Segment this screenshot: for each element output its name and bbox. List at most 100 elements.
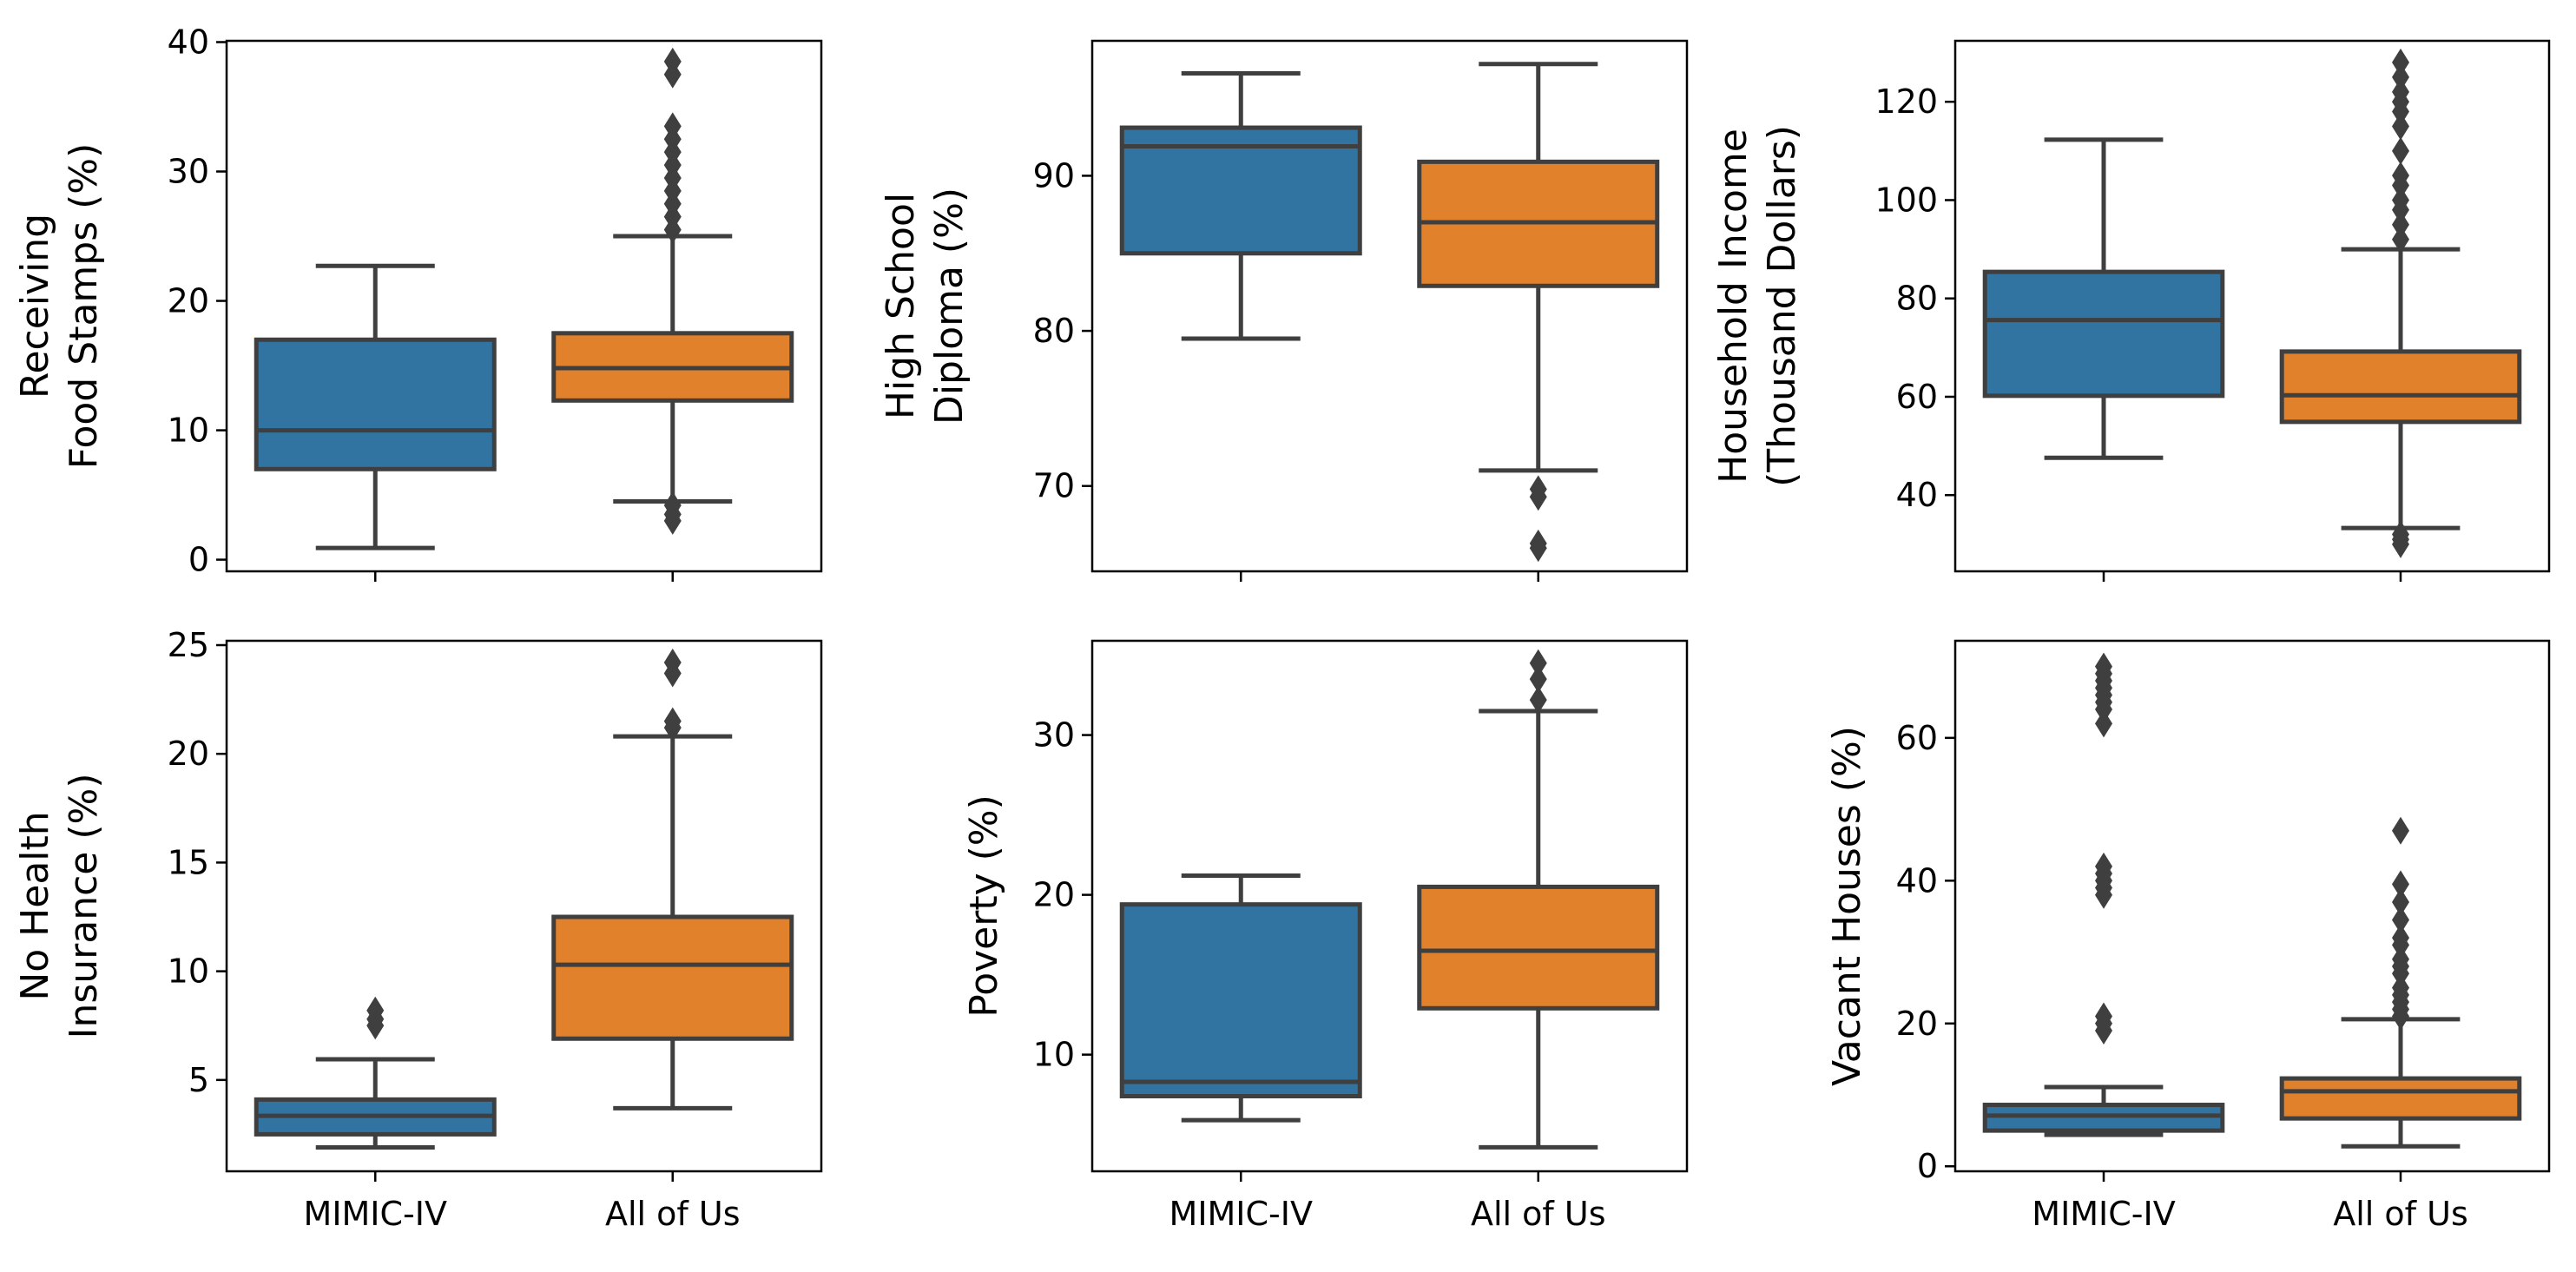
y-axis-label-line: High School: [879, 193, 923, 419]
y-axis-label-line: Insurance (%): [62, 773, 106, 1038]
box-group: [1417, 62, 1660, 563]
outlier-point: [1529, 686, 1547, 715]
y-tick-label: 20: [1896, 1005, 1938, 1043]
axes-frame: [225, 39, 823, 573]
outlier-point: [663, 707, 682, 735]
outlier-point: [2095, 709, 2112, 738]
y-tick-label: 60: [1896, 719, 1938, 757]
box-group: [254, 996, 497, 1150]
outlier-point: [2392, 112, 2409, 141]
y-tick-label: 70: [1033, 467, 1075, 505]
outlier-point: [2392, 530, 2409, 558]
x-tick-label: MIMIC-IV: [1169, 1195, 1313, 1233]
y-axis-label: Poverty (%): [962, 794, 1006, 1018]
box-group: [1982, 652, 2225, 1137]
outlier-point: [2392, 816, 2409, 845]
y-axis-label-line: (Thousand Dollars): [1760, 125, 1804, 487]
box: [551, 914, 794, 1041]
y-tick-label: 30: [1033, 716, 1075, 755]
y-tick-label: 40: [168, 23, 209, 61]
y-tick-label: 20: [1033, 876, 1075, 914]
outlier-point: [2392, 870, 2409, 899]
y-tick-label: 90: [1033, 156, 1075, 194]
outlier-point: [663, 506, 682, 535]
box-group: [551, 649, 794, 1111]
box: [254, 337, 497, 471]
box-group: [2279, 48, 2522, 558]
y-tick-label: 10: [168, 412, 209, 450]
axes-frame: [1090, 639, 1689, 1173]
outlier-point: [2392, 186, 2409, 214]
outlier-point: [2392, 48, 2409, 76]
box-group: [1982, 137, 2225, 460]
outlier-point: [2392, 906, 2409, 934]
outlier-point: [1529, 534, 1547, 563]
outlier-point: [2392, 77, 2409, 106]
outlier-point: [663, 112, 682, 141]
y-axis-label-line: Vacant Houses (%): [1825, 726, 1869, 1086]
y-tick-label: 0: [188, 541, 209, 579]
box-group: [1417, 649, 1660, 1150]
x-tick-label: All of Us: [605, 1195, 741, 1233]
y-tick-label: 80: [1896, 280, 1938, 318]
outlier-point: [2392, 973, 2409, 1002]
y-tick-label: 40: [1896, 476, 1938, 514]
box-group: [1119, 873, 1362, 1123]
box-group: [2279, 816, 2522, 1149]
y-tick-label: 25: [168, 626, 209, 664]
y-axis-label-line: Poverty (%): [962, 794, 1006, 1018]
y-tick-label: 15: [168, 843, 209, 881]
outlier-point: [663, 47, 682, 76]
box: [2279, 349, 2522, 425]
outlier-point: [1529, 649, 1547, 677]
y-tick-label: 80: [1033, 312, 1075, 350]
outlier-point: [1529, 483, 1547, 511]
axes-frame: [1953, 639, 2551, 1173]
outlier-point: [2095, 852, 2112, 880]
box-group: [551, 47, 794, 535]
outlier-point: [2392, 945, 2409, 973]
y-tick-label: 10: [1033, 1036, 1075, 1074]
x-tick-label: All of Us: [2333, 1195, 2468, 1233]
y-tick-label: 60: [1896, 378, 1938, 416]
y-axis-label-line: No Health: [13, 811, 57, 1000]
y-axis-label-line: Receiving: [13, 214, 57, 399]
box: [1119, 125, 1362, 256]
y-axis-label-line: Food Stamps (%): [62, 143, 106, 469]
x-tick-label: MIMIC-IV: [2032, 1195, 2175, 1233]
box: [1982, 269, 2225, 399]
axes-frame: [1090, 39, 1689, 573]
y-axis-label: Household Income(Thousand Dollars): [1711, 125, 1804, 487]
y-tick-label: 20: [168, 282, 209, 320]
axes-frame: [1953, 39, 2551, 573]
y-axis-label-line: Diploma (%): [927, 188, 972, 425]
box-group: [1119, 71, 1362, 341]
y-tick-label: 100: [1874, 181, 1938, 219]
outlier-point: [2392, 924, 2409, 952]
box: [1119, 902, 1362, 1099]
outlier-point: [2392, 210, 2409, 239]
box-group: [254, 263, 497, 550]
y-tick-label: 30: [168, 153, 209, 191]
y-axis-label-line: Household Income: [1711, 129, 1756, 484]
y-tick-label: 0: [1917, 1147, 1938, 1185]
outlier-point: [2392, 161, 2409, 190]
outlier-point: [2392, 225, 2409, 254]
outlier-point: [663, 649, 682, 677]
y-tick-label: 40: [1896, 861, 1938, 900]
box: [1417, 884, 1660, 1011]
axes-frame: [225, 639, 823, 1173]
y-tick-label: 20: [168, 735, 209, 773]
outlier-point: [2095, 1002, 2112, 1031]
y-tick-label: 10: [168, 952, 209, 991]
y-axis-label: Vacant Houses (%): [1825, 726, 1869, 1086]
y-tick-label: 5: [188, 1061, 209, 1099]
